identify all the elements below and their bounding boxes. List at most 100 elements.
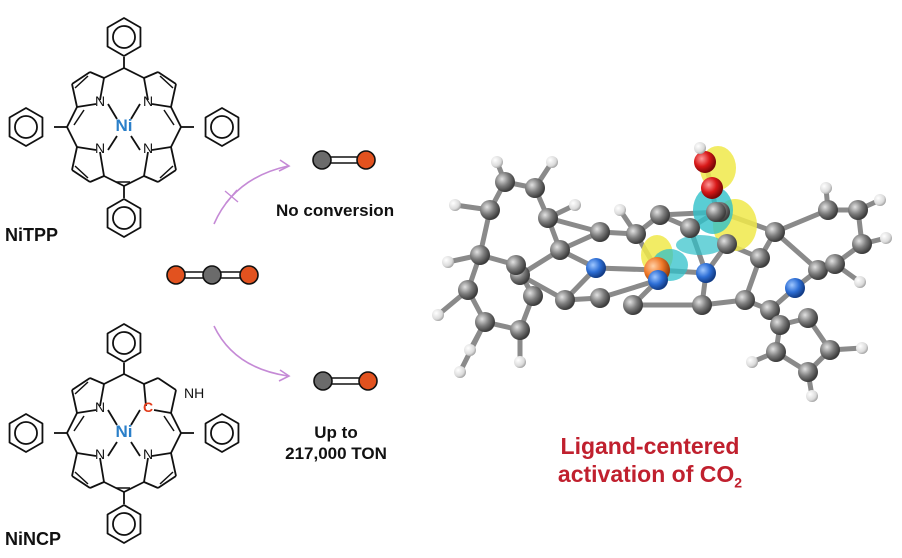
co-molecule-icon [313,371,378,391]
nickel-label-top: Ni [116,116,133,135]
model-atom-h [880,232,892,244]
phenyl-ring [106,323,142,363]
bond-line [143,151,149,177]
model-atom-c [550,240,570,260]
co-molecule-icon [312,150,376,170]
model-atom-h [569,199,581,211]
nitrogen-label: N [143,140,153,156]
bond-line [170,412,182,434]
model-atom-c [750,248,770,268]
co2-molecule-icon [166,265,259,285]
bond-line [123,67,145,79]
model-atom-h [546,156,558,168]
bond-line [170,106,182,128]
model-atom-c [650,205,670,225]
model-atom-c [626,224,646,244]
bond-line [71,83,78,108]
phenyl-ring [8,107,44,147]
model-atom-c [458,280,478,300]
bond-line [123,175,145,187]
double-bond-line [74,75,89,89]
phenyl-aromatic-circle [112,206,136,230]
bond-line [107,441,118,457]
model-atom-h [746,356,758,368]
double-bond-line [73,109,85,126]
phenyl-aromatic-circle [112,512,136,536]
phenyl-ring [106,17,142,57]
nincp-structure [8,323,240,544]
bond-line [143,175,159,183]
model-atom-h [694,142,706,154]
ligand-activation-label: Ligand-centered activation of CO2 [545,432,755,497]
model-atom-n [785,278,805,298]
bond-line [123,481,145,493]
model-atom-h [491,156,503,168]
nitpp-label: NiTPP [5,225,59,245]
model-atom-c [766,342,786,362]
nitrogen-label: N [95,93,105,109]
model-atom-c [852,234,872,254]
bond-line [107,135,118,151]
model-atom-c [760,300,780,320]
bond-line [71,452,78,477]
orbital-lobe-cyan [676,235,724,255]
model-atom-c [692,295,712,315]
nitrogen-label: N [143,93,153,109]
model-atom-h [449,199,461,211]
model-bond [597,277,661,301]
bond-line [143,77,149,101]
nitrogen-label: N [95,140,105,156]
bond-line [157,475,177,489]
model-atom-c [523,286,543,306]
bond-line [107,103,118,120]
bond-line [76,146,97,151]
bond-line [66,432,78,454]
nitrogen-label: N [95,446,105,462]
model-atom-h [442,256,454,268]
phenyl-ring [204,107,240,147]
phenyl-ring [204,413,240,453]
bond-line [76,452,97,457]
bond-line [130,135,141,151]
nickel-label-bottom: Ni [116,422,133,441]
ton-line-2: 217,000 TON [285,444,387,463]
nitpp-structure [8,17,240,238]
arrowhead-icon [278,369,291,382]
model-atom-h [464,344,476,356]
bond-line [103,67,125,79]
model-atom-c [825,254,845,274]
double-bond-line [74,381,89,395]
model-atom-c [555,290,575,310]
model-atom-o [694,151,716,173]
phenyl-aromatic-circle [112,331,136,355]
bond-line [71,475,91,489]
nincp-label: NiNCP [5,529,62,549]
model-atom-c [798,362,818,382]
model-atom-h [820,182,832,194]
bond-line [66,106,78,128]
reaction-arrow-bottom [213,325,289,377]
bond-line [143,383,147,407]
bond-line [151,452,172,457]
bond-line [99,457,105,483]
bond-line [130,103,141,120]
bond-line [71,389,78,414]
ligand-line-2-text: activation of CO [557,461,735,487]
bond-line [151,146,172,151]
bond-line [170,146,177,171]
ball-and-stick-model [432,142,892,402]
double-bond-line [74,471,89,485]
model-atom-c [818,200,838,220]
model-atom-c [820,340,840,360]
phenyl-aromatic-circle [14,115,38,139]
model-atom-h [614,204,626,216]
bond-line [170,452,177,477]
arrowhead-icon [278,159,291,172]
nitrogen-label: N [95,399,105,415]
bond-line [103,481,125,493]
model-atom-h [854,276,866,288]
bond-line [143,377,159,385]
model-atom-h [806,390,818,402]
bond-line [107,409,118,426]
